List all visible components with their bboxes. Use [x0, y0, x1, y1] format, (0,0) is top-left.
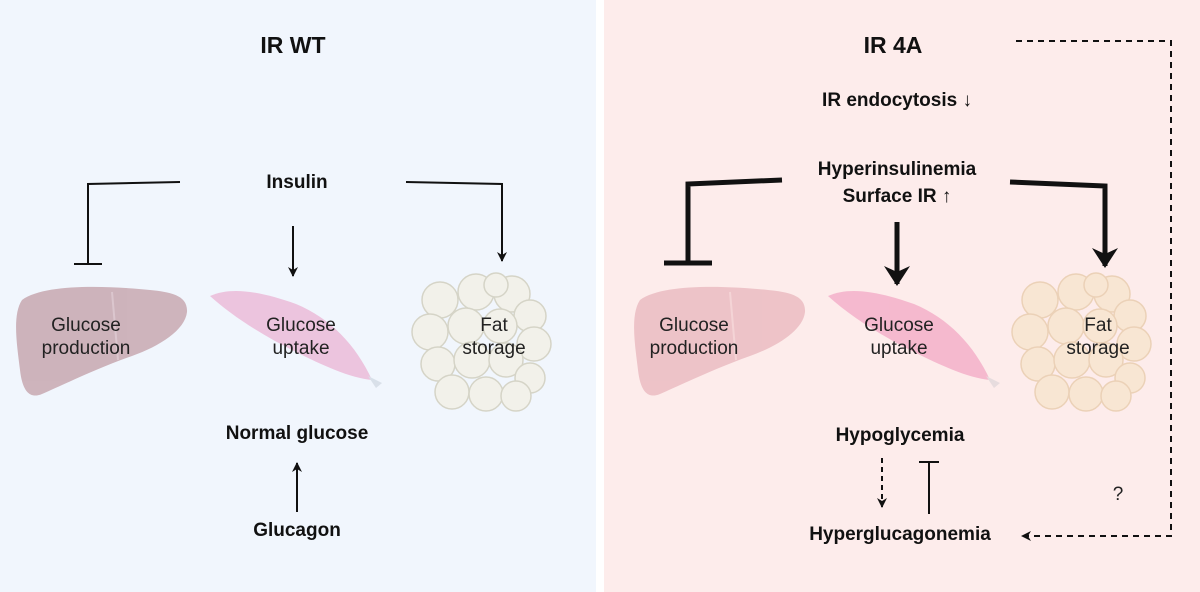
glucose-production-label: Glucose production: [649, 315, 739, 359]
fat-storage-label: Fat storage: [462, 315, 526, 359]
fat-storage-label: Fat storage: [1066, 315, 1130, 359]
strong-inhibition-glucose-production: [664, 177, 783, 266]
hyperinsulinemia-label: Hyperinsulinemia: [817, 159, 977, 180]
muscle-icon: [828, 290, 1000, 388]
insulin-to-fat-storage-arrow: [405, 181, 507, 262]
muscle-icon: [210, 290, 382, 388]
ir-4a-title: IR 4A: [863, 32, 923, 58]
surface-ir-label: Surface IR ↑: [842, 186, 952, 207]
glucose-production-label: Glucose production: [41, 315, 131, 359]
hyperglucagonemia-inhibits-hypoglycemia: [919, 461, 939, 514]
liver-icon: [16, 286, 188, 396]
normal-glucose-label: Normal glucose: [225, 423, 369, 444]
liver-icon: [634, 286, 806, 396]
hyperglucagonemia-label: Hyperglucagonemia: [809, 524, 991, 545]
insulin-label: Insulin: [266, 172, 328, 193]
glucose-uptake-label: Glucose uptake: [864, 315, 934, 359]
insulin-inhibits-glucose-production: [74, 181, 181, 265]
glucagon-label: Glucagon: [253, 520, 341, 541]
glucose-uptake-label: Glucose uptake: [266, 315, 336, 359]
ir4a-to-hyperglucagonemia-dashed-arrow: [1016, 40, 1172, 541]
ir-wt-title: IR WT: [260, 32, 326, 58]
hypoglycemia-label: Hypoglycemia: [835, 425, 965, 446]
fat-cells-icon: [411, 272, 552, 412]
fat-cells-icon: [1011, 272, 1152, 412]
strong-fat-storage-arrow: [1009, 179, 1118, 268]
question-mark-label: ?: [1112, 484, 1124, 505]
ir-endocytosis-label: IR endocytosis ↓: [822, 90, 972, 111]
